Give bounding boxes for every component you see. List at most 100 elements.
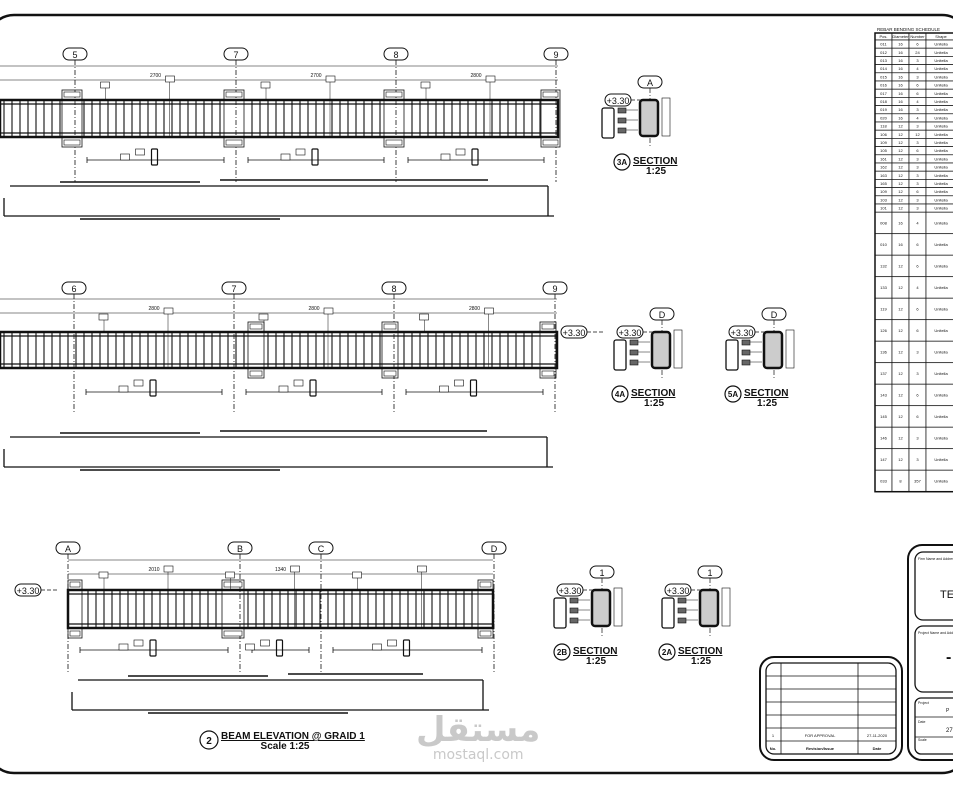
rebar-tag [352,571,362,579]
rebar-tag [120,153,130,161]
schedule-cell-text: Unitella [934,189,948,194]
schedule-cell-text: 3 [916,74,919,79]
schedule-cell-text: 3 [916,181,919,186]
revision-header-date: Date [873,746,882,751]
schedule-cell-text: Unitella [934,83,948,88]
rebar-tag [223,630,243,637]
dimension-box [673,329,683,369]
schedule-cell-text: 105 [880,148,887,153]
column-zone [381,321,399,379]
section-label: SECTION [678,646,722,657]
schedule-cell-text: Number [910,34,925,39]
grid-label: 8 [391,284,396,294]
rebar-tag [629,339,639,346]
rebar-tag [617,127,627,134]
watermark-latin: mostaql.com [432,747,524,763]
date-label: Date [918,720,925,724]
rebar-tag [63,139,81,146]
info-box [914,697,953,755]
column-zone [539,321,557,379]
rebar-tag [225,91,243,98]
schedule-cell-text: 109 [880,189,887,194]
schedule-cell-text: Diameter [892,34,909,39]
rebar-tag [385,91,403,98]
level-label: +3.30 [619,328,642,338]
grid-bubble [308,541,334,555]
grid-bubble [481,541,507,555]
dimension-text: 2800 [469,306,480,312]
schedule-cell-text: 3 [916,206,919,211]
schedule-cell-text: 162 [880,165,887,170]
schedule-cell-text: 16 [898,91,903,96]
rebar-tag [133,379,144,387]
rebar-tag [484,307,494,315]
section-label: SECTION [573,646,617,657]
project-mark: - [946,649,951,666]
rebar-tag [290,565,300,573]
schedule-cell-text: 3 [916,124,919,129]
rebar-tag [98,313,109,321]
schedule-cell-text: 3 [916,107,919,112]
rebar-tag [455,148,466,156]
schedule-cell-text: 6 [916,242,919,247]
schedule-cell-text: 16 [898,50,903,55]
rebar-tag [417,565,427,573]
schedule-cell-text: 3 [916,165,919,170]
grid-label: 8 [393,50,398,60]
schedule-cell-text: 12 [898,140,903,145]
dimension-text: 2010 [148,567,159,573]
schedule-cell-text: 4 [916,115,919,120]
rebar-tag [135,148,145,156]
schedule-cell-text: 12 [898,124,903,129]
schedule-cell-text: 6 [916,148,919,153]
schedule-cell-text: Unitella [934,435,948,440]
section-id: 2B [557,648,567,657]
beam-elevation-scale: Scale 1:25 [261,741,310,752]
grid-label: 5 [72,50,77,60]
stirrup-shape [725,339,739,371]
stirrup-detail [150,148,159,166]
schedule-cell-text: 3 [916,349,919,354]
rebar-tag [118,643,129,651]
rebar-tag [419,313,429,321]
stirrup-shape [613,339,627,371]
section-id: 5A [728,390,738,399]
grid-bubble [381,281,407,295]
level-label: +3.30 [559,586,582,596]
section-scale: 1:25 [586,656,606,667]
stirrup-detail [471,148,479,166]
rebar-tag [163,565,174,573]
dimension-box [721,587,731,627]
rebar-tag [133,639,144,647]
rebar-tag [260,639,270,647]
schedule-cell-text: Unitella [934,349,948,354]
section-scale: 1:25 [644,398,664,409]
schedule-cell-text: 4 [916,285,919,290]
schedule-cell-text: 109 [880,140,887,145]
schedule-cell-text: 12 [898,132,903,137]
schedule-cell-text: Unitella [934,124,948,129]
rebar-tag [541,323,555,330]
schedule-cell-text: Unitella [934,148,948,153]
stirrup-detail [402,639,411,657]
schedule-cell-text: 12 [898,156,903,161]
column-zone [383,89,405,148]
grid-label: B [237,544,243,554]
dimension-text: 2800 [308,306,319,312]
schedule-cell-text: 119 [880,306,887,311]
schedule-cell-text: 6 [916,189,919,194]
rebar-tag [741,359,751,366]
schedule-cell-text: 4 [916,99,919,104]
schedule-cell-text: 165 [880,181,887,186]
section-outline [590,588,612,628]
schedule-cell-text: 12 [898,392,903,397]
level-label: +3.30 [607,96,630,106]
revision-date: 27-11-2020 [867,733,888,738]
section-label: SECTION [633,156,677,167]
schedule-cell-text: 161 [880,156,887,161]
beam-outline [0,98,560,139]
stirrup-shape [553,597,567,629]
schedule-cell-text: 137 [880,371,887,376]
title-number: 2 [206,736,212,747]
